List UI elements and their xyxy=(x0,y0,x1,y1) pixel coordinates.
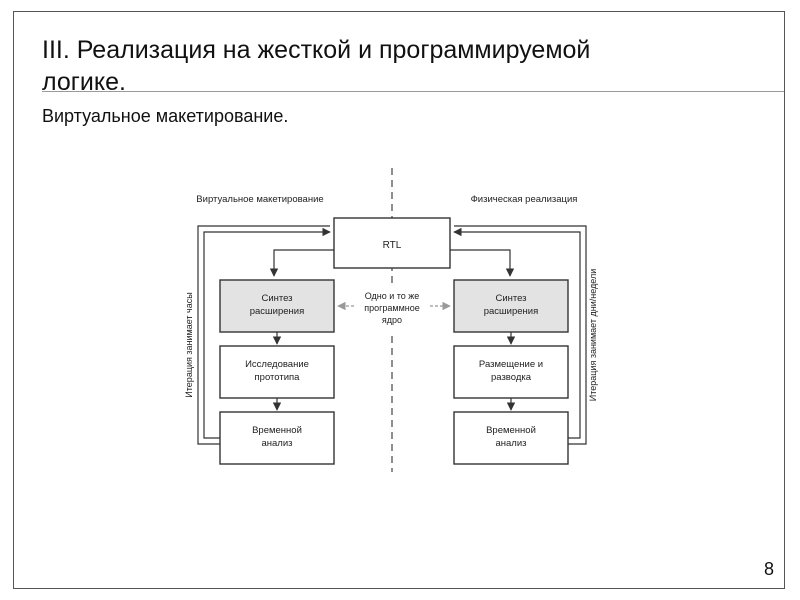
right-box-place-route xyxy=(453,345,569,399)
left-box-timing-line-1: Временной xyxy=(252,425,302,436)
rtl-label: RTL xyxy=(383,240,402,251)
title-divider xyxy=(42,91,784,92)
center-note-line-2: программное xyxy=(364,303,420,313)
center-note-line-1: Одно и то же xyxy=(365,291,420,301)
right-box-timing xyxy=(453,411,569,465)
right-box-place-route-line-1: Размещение и xyxy=(479,359,543,370)
right-box-synthesis xyxy=(453,279,569,333)
left-box-synthesis-line-1: Синтез xyxy=(261,293,292,304)
right-loop-label: Итерация занимает дни/недели xyxy=(588,269,598,401)
left-box-prototype-line-1: Исследование xyxy=(245,359,309,370)
slide: III. Реализация на жесткой и программиру… xyxy=(13,11,785,589)
right-box-synthesis-line-2: расширения xyxy=(484,306,539,317)
right-box-place-route-line-2: разводка xyxy=(491,372,532,383)
left-outer-loop-line-2 xyxy=(197,225,330,445)
right-box-synthesis-line-1: Синтез xyxy=(495,293,526,304)
slide-title: III. Реализация на жесткой и программиру… xyxy=(42,34,742,98)
left-box-timing-line-2: анализ xyxy=(261,438,292,449)
left-box-timing xyxy=(219,411,335,465)
left-box-prototype xyxy=(219,345,335,399)
page-number: 8 xyxy=(763,559,774,579)
slide-subtitle: Виртуальное макетирование. xyxy=(42,106,289,126)
left-box-synthesis xyxy=(219,279,335,333)
rtl-to-left-arrow xyxy=(269,249,334,277)
rtl-box xyxy=(333,217,451,269)
center-note-line-3: ядро xyxy=(382,315,402,325)
left-loop-label: Итерация занимает часы xyxy=(184,292,194,397)
left-box-synthesis-line-2: расширения xyxy=(250,306,305,317)
right-column-header: Физическая реализация xyxy=(471,194,578,205)
right-box-timing-line-2: анализ xyxy=(495,438,526,449)
slide-title-line-2: логике. xyxy=(42,68,126,96)
center-note-background xyxy=(354,288,430,332)
right-box-timing-line-1: Временной xyxy=(486,425,536,436)
left-column-header: Виртуальное макетирование xyxy=(196,194,323,205)
slide-title-line-1: III. Реализация на жесткой и программиру… xyxy=(42,36,591,64)
rtl-to-right-arrow xyxy=(450,249,515,277)
right-outer-loop-line-2 xyxy=(454,225,587,445)
right-outer-loop-line xyxy=(453,227,581,439)
left-outer-loop-line xyxy=(203,227,331,439)
left-box-prototype-line-2: прототипа xyxy=(255,372,301,383)
design-flow-diagram: Виртуальное макетирование Физическая реа… xyxy=(184,168,598,472)
